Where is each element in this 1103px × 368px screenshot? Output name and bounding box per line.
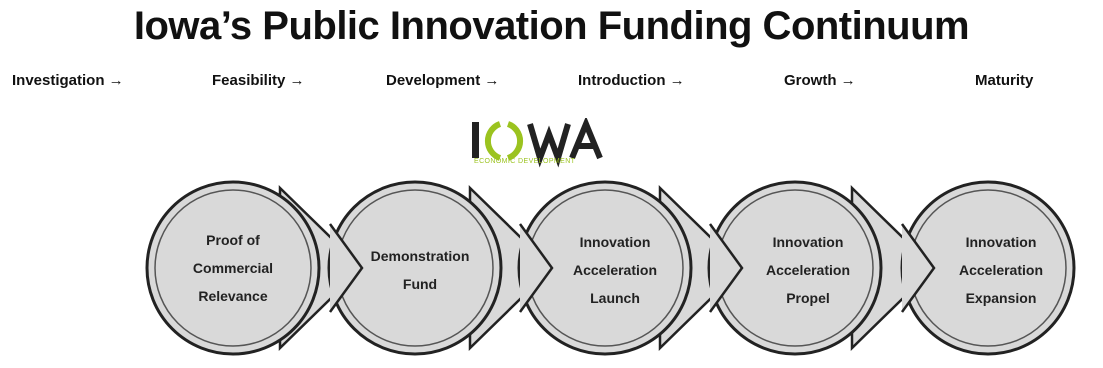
program-3-line-3: Launch bbox=[590, 290, 640, 306]
logo-letter-i bbox=[472, 122, 479, 158]
arrow-tip-3 bbox=[710, 224, 742, 312]
stage-growth: Growth → bbox=[784, 72, 856, 89]
stage-investigation: Investigation → bbox=[12, 72, 124, 89]
logo-subtitle: ECONOMIC DEVELOPMENT bbox=[474, 158, 576, 165]
program-label-2: Demonstration Fund bbox=[350, 242, 490, 298]
arrow-tip-4 bbox=[902, 224, 934, 312]
stage-introduction: Introduction → bbox=[578, 72, 685, 89]
program-3-line-1: Innovation bbox=[579, 234, 651, 250]
arrow-tip-edge-3 bbox=[708, 223, 744, 313]
program-circle-2 bbox=[327, 180, 503, 356]
arrow-tip-edge-2 bbox=[518, 223, 554, 313]
program-1-line-2: Commercial bbox=[192, 260, 274, 276]
program-2-line-2: Fund bbox=[402, 276, 438, 292]
arrow-tip-edge-4 bbox=[900, 223, 936, 313]
program-5-line-2: Acceleration bbox=[958, 262, 1044, 278]
program-2-line-1: Demonstration bbox=[370, 248, 470, 264]
program-1-line-3: Relevance bbox=[198, 288, 268, 304]
stage-maturity: Maturity bbox=[975, 72, 1034, 89]
program-4-line-3: Propel bbox=[786, 290, 830, 306]
program-circle-1 bbox=[145, 180, 321, 356]
program-4-line-1: Innovation bbox=[772, 234, 844, 250]
logo-graphic bbox=[472, 118, 603, 168]
program-label-1: Proof of Commercial Relevance bbox=[163, 226, 303, 310]
program-3-line-2: Acceleration bbox=[572, 262, 658, 278]
program-5-line-1: Innovation bbox=[965, 234, 1037, 250]
program-5-line-3: Expansion bbox=[965, 290, 1037, 306]
program-circle-4 bbox=[707, 180, 883, 356]
program-4-line-2: Acceleration bbox=[765, 262, 851, 278]
program-1-line-1: Proof of bbox=[206, 232, 260, 248]
logo-arc-right bbox=[506, 121, 524, 161]
arrow-tip-1 bbox=[330, 224, 362, 312]
stage-development: Development → bbox=[386, 72, 500, 89]
stage-feasibility: Feasibility → bbox=[212, 72, 305, 89]
logo-arc-left bbox=[484, 121, 502, 161]
page-title: Iowa’s Public Innovation Funding Continu… bbox=[133, 4, 970, 48]
logo-letter-w bbox=[527, 123, 571, 168]
program-circle-3 bbox=[517, 180, 693, 356]
logo-letter-a bbox=[569, 118, 603, 160]
arrow-tip-edge-1 bbox=[328, 223, 364, 313]
program-label-4: Innovation Acceleration Propel bbox=[738, 228, 878, 312]
program-circle-5 bbox=[900, 180, 1076, 356]
program-label-3: Innovation Acceleration Launch bbox=[545, 228, 685, 312]
arrow-tip-2 bbox=[520, 224, 552, 312]
program-label-5: Innovation Acceleration Expansion bbox=[931, 228, 1071, 312]
iowa-logo: ECONOMIC DEVELOPMENT bbox=[470, 118, 620, 168]
